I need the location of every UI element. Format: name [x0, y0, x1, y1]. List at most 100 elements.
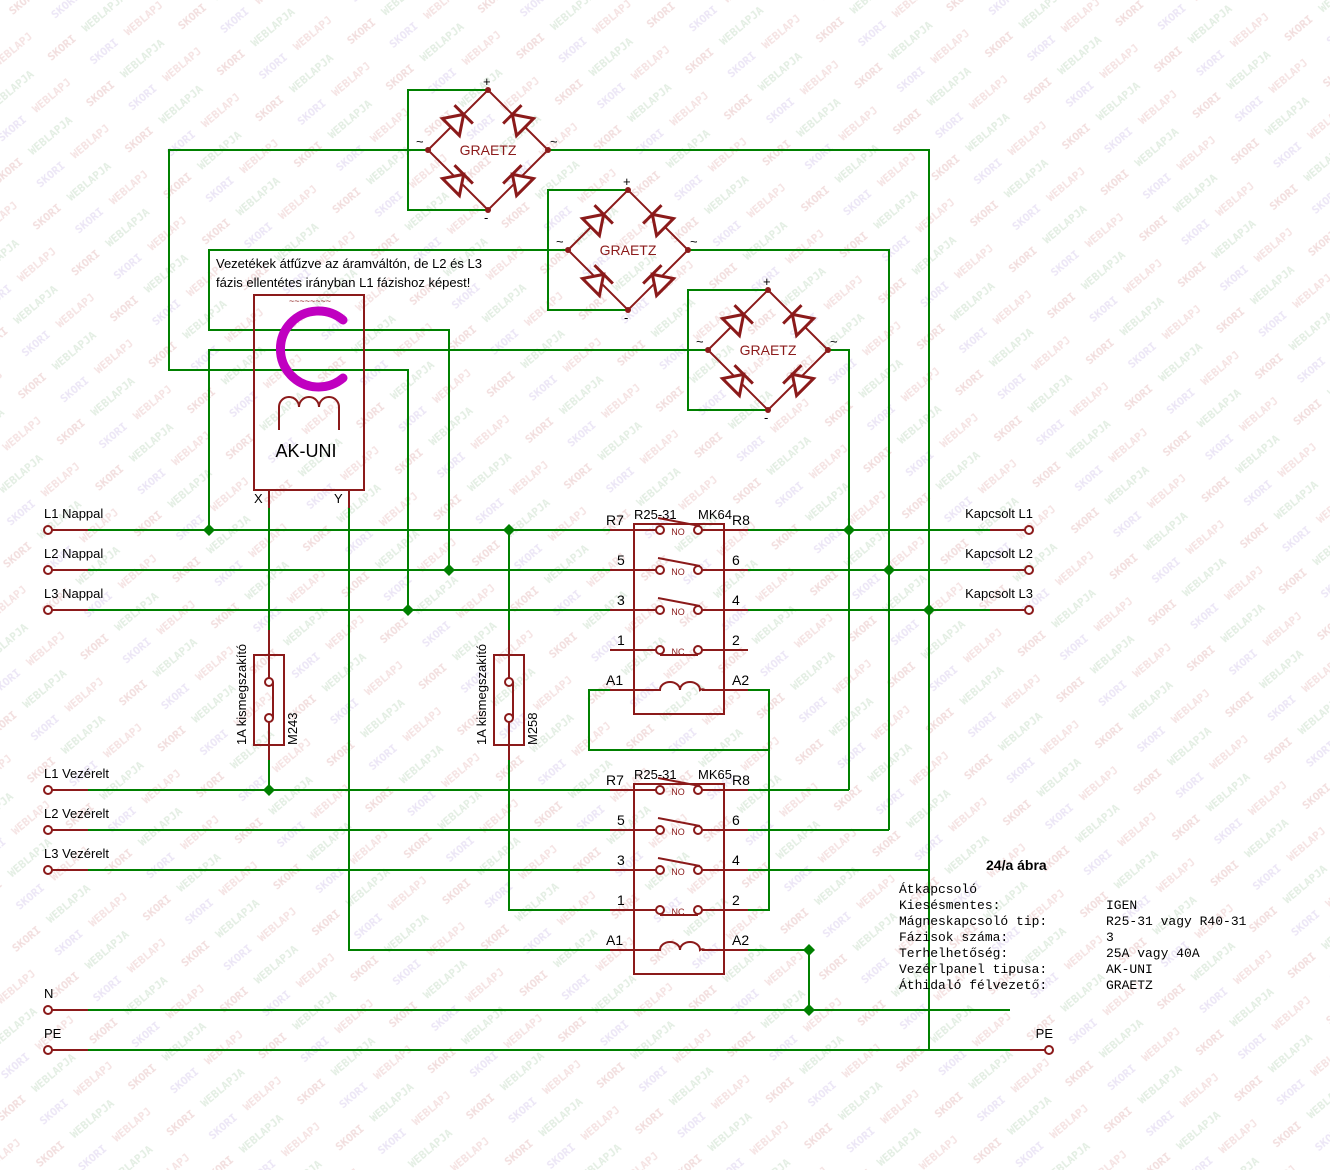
info-value: R25-31 vagy R40-31: [1106, 914, 1247, 929]
panel-name: AK-UNI: [275, 441, 336, 461]
terminal-kapcsolt-l3[interactable]: Kapcsolt L3: [965, 586, 1034, 615]
relay-type: R25-31: [634, 767, 677, 782]
terminal-label: L2 Vezérelt: [44, 806, 109, 821]
info-key: Terhelhetőség:: [899, 946, 1008, 961]
terminal-l1-vezerelt[interactable]: L1 Vezérelt: [43, 766, 109, 795]
wire-mk65-nc1: [508, 725, 594, 911]
no-contact-icon: [657, 517, 701, 527]
info-row: Vezérlpanel tipusa:AK-UNI: [899, 962, 1153, 977]
panel-body: [253, 294, 365, 491]
pin-label: A2: [732, 932, 749, 948]
info-row: Terhelhetőség:25A vagy 40A: [899, 946, 1200, 961]
bridge-ac-left: ~: [416, 134, 424, 149]
terminal-label: L3 Nappal: [44, 586, 103, 601]
pin-label: A1: [606, 932, 623, 948]
breaker-label: 1A kismegszakító: [474, 644, 489, 745]
terminal-l1-nappal[interactable]: L1 Nappal: [43, 506, 103, 535]
contact-type: NO: [671, 827, 685, 837]
info-value: 3: [1106, 930, 1114, 945]
no-contact-icon: [657, 597, 701, 607]
bridge-ac-left: ~: [696, 334, 704, 349]
wire-mk65-nc2: [764, 689, 770, 911]
junction-dot: [402, 604, 414, 616]
pin-label: 3: [617, 592, 625, 608]
diode-icon: [510, 172, 537, 199]
graetz-bridges: GRAETZ+-~~GRAETZ+-~~GRAETZ+-~~: [416, 74, 838, 425]
info-value: GRAETZ: [1106, 978, 1153, 993]
relay-body: [633, 523, 725, 715]
pin-label: A2: [732, 672, 749, 688]
bridge-plus: +: [763, 274, 771, 289]
bridge-label: GRAETZ: [460, 142, 517, 158]
contact-type: NO: [671, 867, 685, 877]
bridge-ac-right: ~: [690, 234, 698, 249]
info-key: Kiesésmentes:: [899, 898, 1000, 913]
bridge-label: GRAETZ: [600, 242, 657, 258]
breaker-m258[interactable]: 1A kismegszakító M258: [474, 630, 540, 760]
diode-icon: [579, 272, 606, 299]
breaker-ref: M258: [525, 712, 540, 745]
contact-type: NO: [671, 567, 685, 577]
terminal-kapcsolt-l1[interactable]: Kapcsolt L1: [965, 506, 1034, 535]
relay-coil-icon: [656, 681, 709, 692]
pin-label: 6: [732, 552, 740, 568]
graetz-bridge-3[interactable]: GRAETZ+-~~: [696, 274, 838, 425]
pin-y-label: Y: [334, 491, 343, 506]
terminal-label: L3 Vezérelt: [44, 846, 109, 861]
wire-bridge2-ac-left: [208, 249, 568, 570]
relay-coil-icon: [656, 941, 709, 952]
graetz-bridge-1[interactable]: GRAETZ + - ~ ~: [416, 74, 558, 225]
pin-label: 5: [617, 812, 625, 828]
junction-dot: [203, 524, 215, 536]
terminal-l3-nappal[interactable]: L3 Nappal: [43, 586, 103, 615]
info-block: 24/a ábra Átkapcsoló Kiesésmentes:IGENMá…: [899, 857, 1247, 993]
info-key: Mágneskapcsoló tip:: [899, 914, 1047, 929]
graetz-bridge-2[interactable]: GRAETZ+-~~: [556, 174, 698, 325]
junction-dot: [883, 564, 895, 576]
coil-icon: [278, 396, 340, 430]
bridge-label: GRAETZ: [740, 342, 797, 358]
terminal-kapcsolt-l2[interactable]: Kapcsolt L2: [965, 546, 1034, 575]
contact-type: NC: [672, 647, 685, 657]
terminal-pe[interactable]: PE: [43, 1026, 88, 1055]
info-row: Fázisok száma:3: [899, 930, 1114, 945]
terminal-l2-nappal[interactable]: L2 Nappal: [43, 546, 103, 575]
bridge-ac-right: ~: [830, 334, 838, 349]
pin-label: 1: [617, 632, 625, 648]
terminal-label: Kapcsolt L3: [965, 586, 1033, 601]
output-terminals: Kapcsolt L1 Kapcsolt L2 Kapcsolt L3 PE: [965, 506, 1054, 1055]
terminal-n[interactable]: N: [43, 986, 88, 1015]
bridge-plus: +: [483, 74, 491, 89]
terminal-label: PE: [44, 1026, 62, 1041]
pin-label: 5: [617, 552, 625, 568]
terminal-l2-vezerelt[interactable]: L2 Vezérelt: [43, 806, 109, 835]
info-value: AK-UNI: [1106, 962, 1153, 977]
terminal-label: L1 Vezérelt: [44, 766, 109, 781]
diode-icon: [579, 212, 606, 239]
wires: [88, 89, 1010, 1051]
pin-label: 2: [732, 632, 740, 648]
current-transformer-label: ~~~~~~~~: [289, 296, 331, 306]
terminal-l3-vezerelt[interactable]: L3 Vezérelt: [43, 846, 109, 875]
junction-dot: [843, 524, 855, 536]
junction-dot: [803, 944, 815, 956]
terminal-label: PE: [1036, 1026, 1054, 1041]
wire-bridge3-ac-right: [828, 349, 850, 790]
terminal-pe-out[interactable]: PE: [1010, 1026, 1054, 1055]
bridge-ac-right: ~: [550, 134, 558, 149]
relay-ref: MK65: [698, 767, 732, 782]
control-panel-ak-uni[interactable]: ~~~~~~~~ AK-UNI X Y: [253, 294, 365, 508]
junction-dot: [263, 784, 275, 796]
bridge-minus: -: [484, 210, 488, 225]
pin-label: R7: [606, 512, 624, 528]
info-key: Áthidaló félvezető:: [899, 978, 1047, 993]
note-line-1: Vezetékek átfűzve az áramváltón, de L2 é…: [216, 256, 482, 271]
breaker-m243[interactable]: 1A kismegszakító M243: [234, 630, 300, 760]
diode-icon: [510, 112, 537, 139]
contact-type: NC: [672, 907, 685, 917]
pin-label: A1: [606, 672, 623, 688]
